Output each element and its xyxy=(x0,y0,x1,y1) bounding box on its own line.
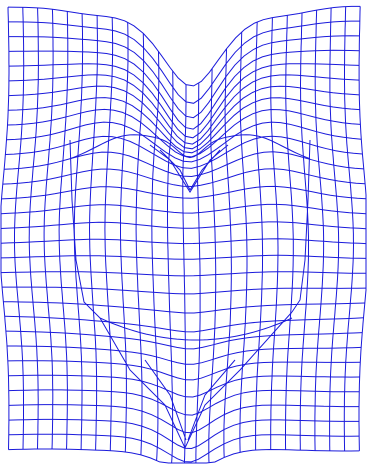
grid-row-line xyxy=(1,272,366,276)
bottom-v-inner-left xyxy=(145,360,186,440)
grid-row-line xyxy=(3,302,365,313)
grid-row-line xyxy=(9,390,359,415)
grid-row-line xyxy=(9,75,359,144)
grid-column-line xyxy=(330,8,339,451)
grid-column-line xyxy=(344,7,353,451)
grid-column-line xyxy=(121,22,129,452)
grid-column-line xyxy=(256,22,263,450)
grid-column-line xyxy=(74,14,82,450)
grid-column-line xyxy=(240,32,247,452)
grid-row-line xyxy=(8,6,360,86)
grid-row-line xyxy=(8,98,360,153)
bottom-v-contour xyxy=(100,312,292,448)
grid-column-line xyxy=(286,15,294,449)
vertical-grid-lines xyxy=(1,6,366,463)
grid-row-line xyxy=(9,50,359,129)
grid-column-line xyxy=(196,83,200,463)
grid-row-line xyxy=(9,86,360,149)
grid-column-line xyxy=(152,51,159,460)
grid-column-line xyxy=(44,9,53,449)
grid-row-line xyxy=(8,375,359,397)
grid-row-line xyxy=(2,186,366,199)
grid-row-line xyxy=(2,287,366,294)
grid-row-line xyxy=(5,316,364,332)
grid-column-line xyxy=(315,10,324,451)
grid-column-line xyxy=(105,17,113,450)
grid-column-line xyxy=(29,8,38,449)
heart-upper-contour xyxy=(70,135,310,159)
grid-row-line xyxy=(9,405,359,433)
grid-column-line xyxy=(90,16,98,451)
grid-column-line xyxy=(300,13,308,450)
grid-row-line xyxy=(9,36,360,118)
grid-column-line xyxy=(136,33,144,455)
grid-column-line xyxy=(168,71,173,463)
grid-column-line xyxy=(271,18,278,450)
